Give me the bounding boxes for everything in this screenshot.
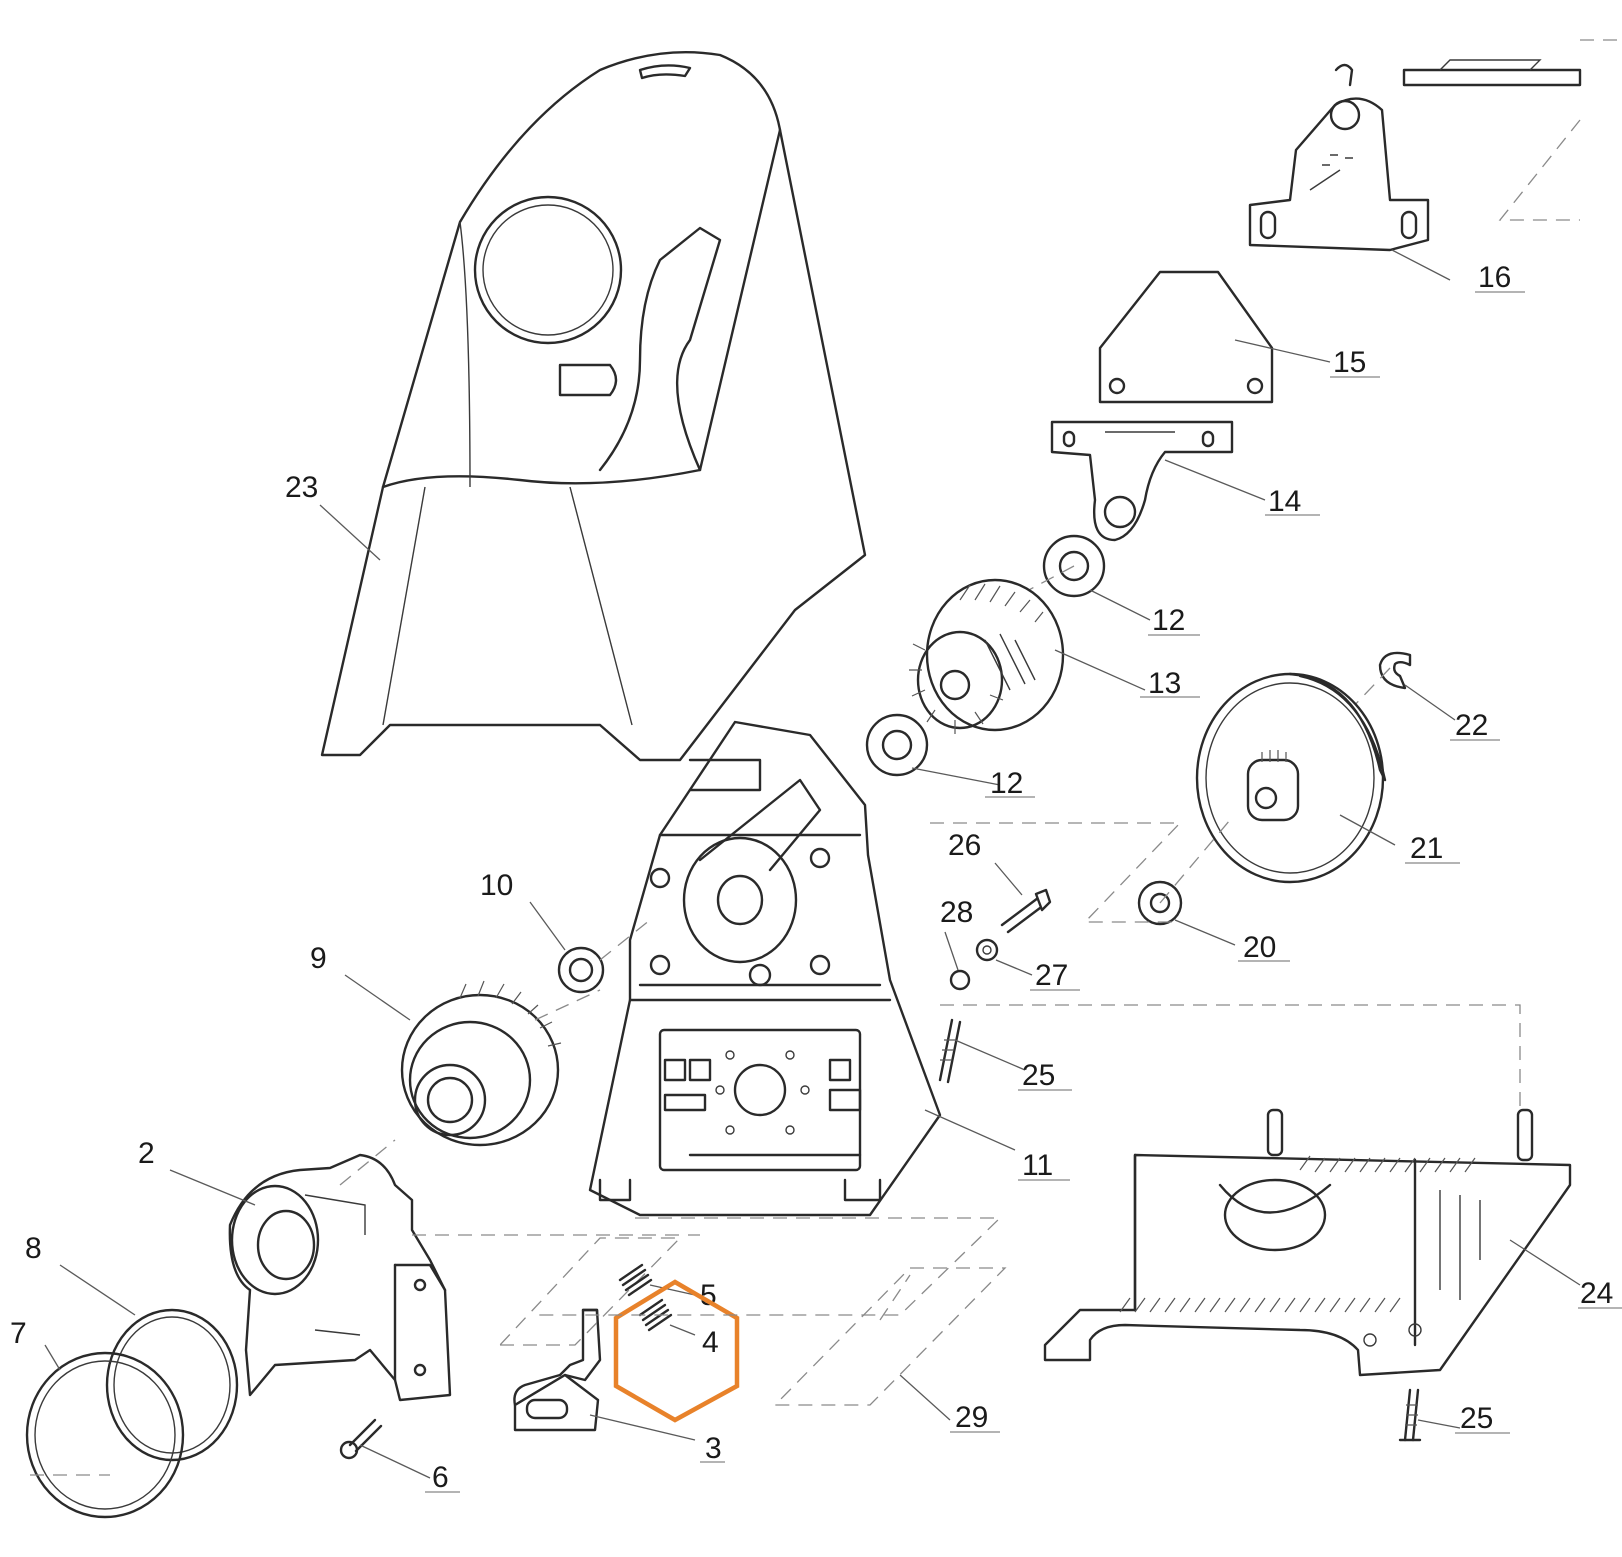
part-27-nut — [975, 938, 999, 962]
part-24-base — [1043, 1108, 1572, 1377]
label-6: 6 — [432, 1461, 449, 1494]
label-29: 29 — [955, 1401, 988, 1434]
label-7: 7 — [10, 1317, 27, 1350]
part-16-switch-bracket — [1248, 59, 1582, 252]
label-4: 4 — [702, 1326, 719, 1359]
label-26: 26 — [948, 829, 981, 862]
part-10-washer — [557, 946, 605, 994]
part-14-bracket — [1050, 420, 1234, 542]
label-8: 8 — [25, 1232, 42, 1265]
part-28-nut — [949, 969, 971, 991]
part-6-screw — [339, 1418, 383, 1460]
label-28: 28 — [940, 896, 973, 929]
highlight-hexagon — [613, 1279, 740, 1423]
label-12-upper: 12 — [1152, 604, 1185, 637]
part-4-spring — [638, 1298, 673, 1332]
part-12-washer-lower — [865, 713, 929, 777]
part-9-gear — [400, 980, 562, 1147]
label-13: 13 — [1148, 667, 1181, 700]
part-8-ring — [105, 1308, 239, 1462]
part-25-screw-lower — [1398, 1388, 1422, 1442]
label-9: 9 — [310, 942, 327, 975]
label-15: 15 — [1333, 346, 1366, 379]
label-27: 27 — [1035, 959, 1068, 992]
label-23: 23 — [285, 471, 318, 504]
label-14: 14 — [1268, 485, 1301, 518]
label-25-lower: 25 — [1460, 1402, 1493, 1435]
part-2-housing — [228, 1153, 452, 1402]
part-23-cover — [320, 50, 867, 762]
label-11: 11 — [1022, 1149, 1053, 1182]
label-25-upper: 25 — [1022, 1059, 1055, 1092]
label-3: 3 — [705, 1432, 722, 1465]
part-15-plate — [1098, 270, 1274, 404]
label-10: 10 — [480, 869, 513, 902]
label-22: 22 — [1455, 709, 1488, 742]
label-21: 21 — [1410, 832, 1443, 865]
label-2: 2 — [138, 1137, 155, 1170]
part-21-drum — [1195, 672, 1387, 884]
part-13-gear — [909, 578, 1065, 734]
part-12-washer-upper — [1042, 534, 1106, 598]
part-5-spring — [618, 1263, 653, 1297]
part-25-screw-upper — [938, 1018, 962, 1084]
part-26-bolt — [1000, 888, 1052, 934]
part-3-lever — [513, 1308, 602, 1432]
part-22-clip — [1378, 651, 1412, 690]
label-12-lower: 12 — [990, 767, 1023, 800]
label-24: 24 — [1580, 1277, 1613, 1310]
label-16: 16 — [1478, 261, 1511, 294]
part-11-frame — [588, 720, 942, 1217]
label-20: 20 — [1243, 931, 1276, 964]
part-20-washer — [1137, 880, 1183, 926]
part-7-ring — [25, 1351, 185, 1519]
